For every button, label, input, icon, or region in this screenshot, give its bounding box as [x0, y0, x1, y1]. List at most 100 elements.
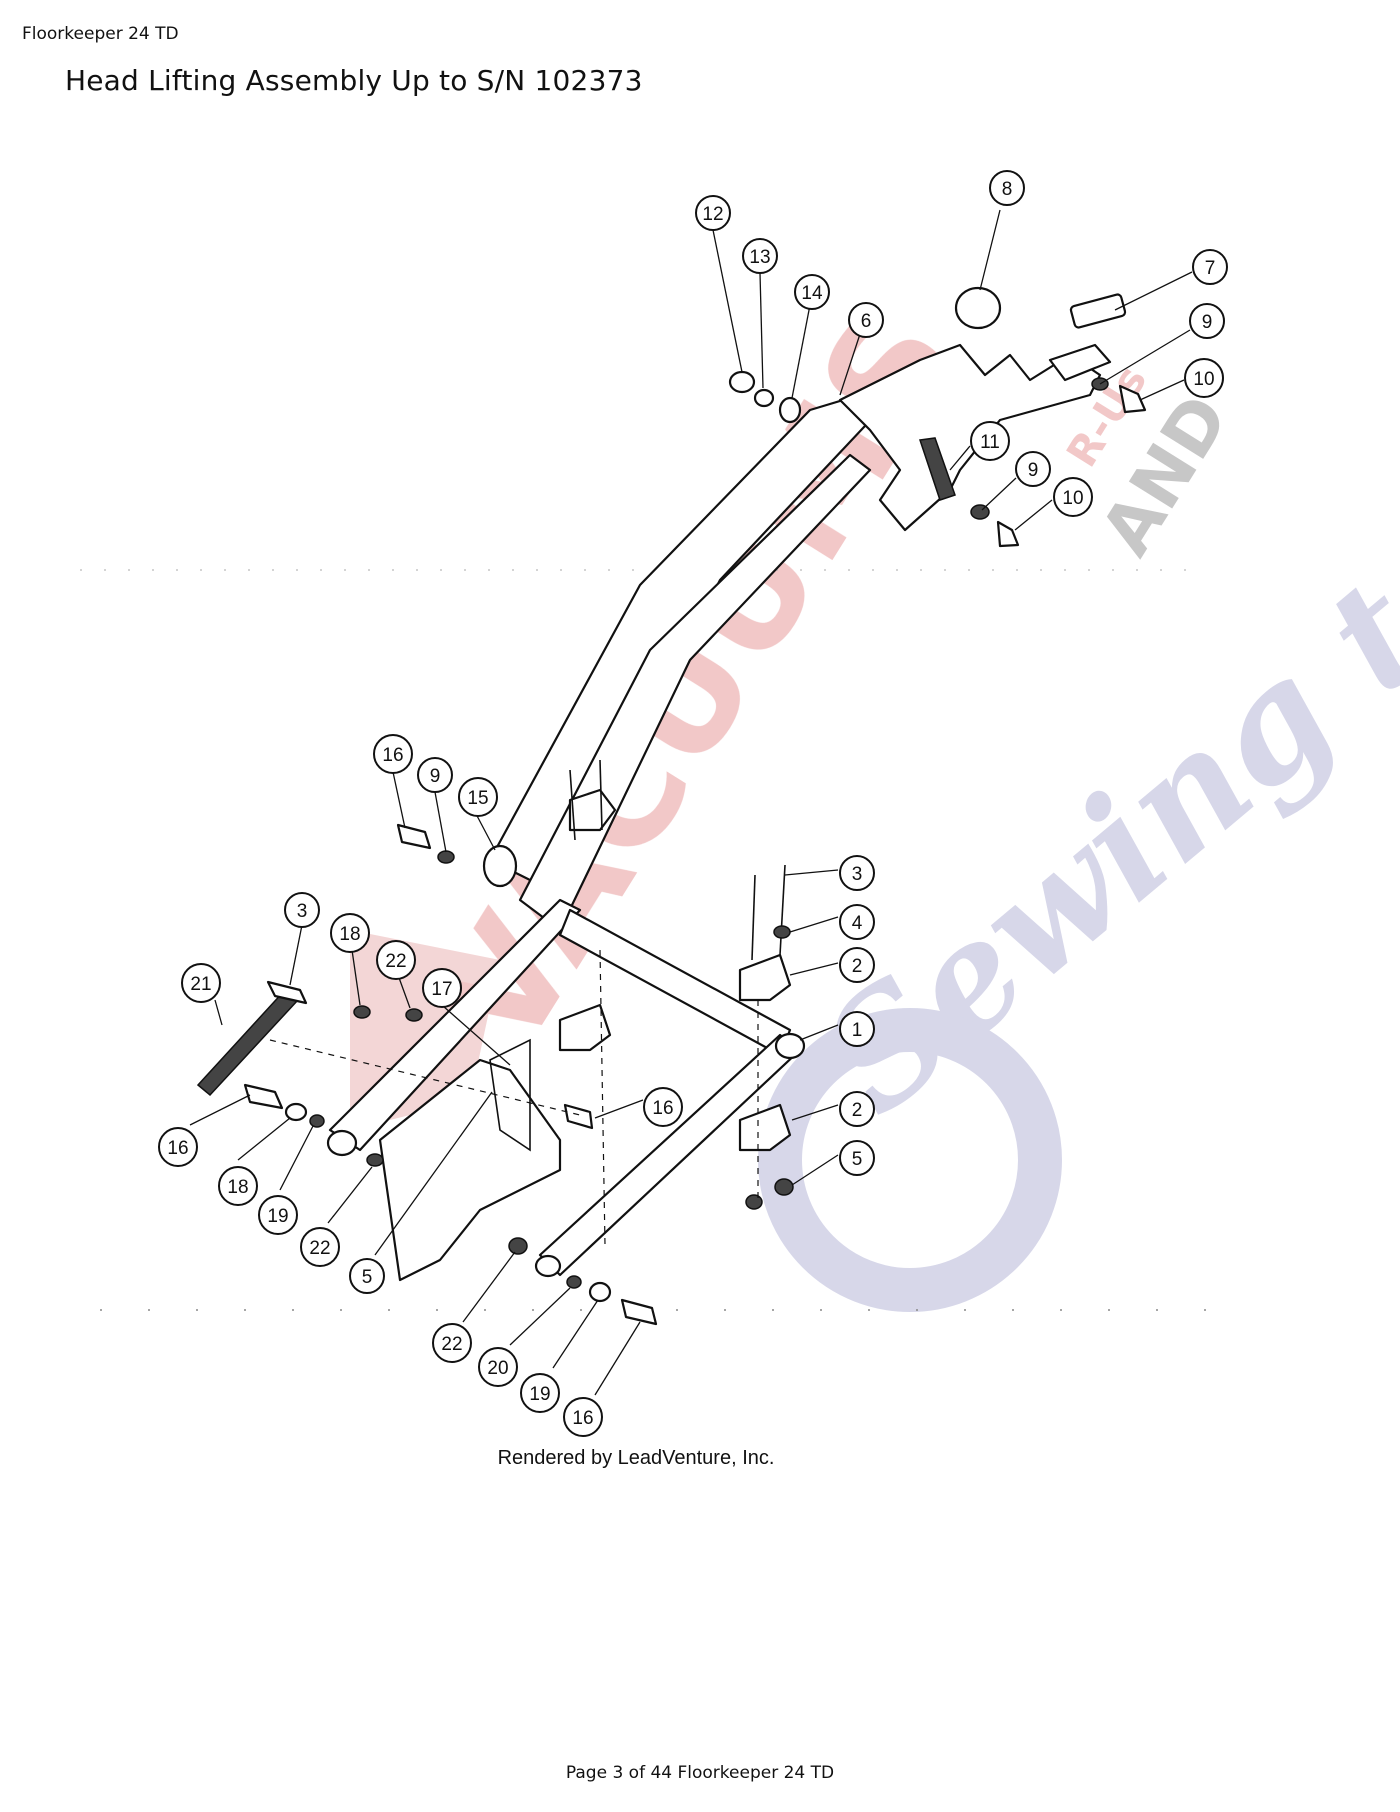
leader-10b [1014, 499, 1053, 531]
callout-9b: 9 [1015, 451, 1051, 487]
washer-4 [773, 925, 791, 939]
leader-16a [392, 771, 406, 829]
leader-18b [552, 1299, 599, 1369]
leader-19b [509, 1287, 571, 1346]
svg-text:9: 9 [430, 766, 441, 787]
svg-text:6: 6 [861, 311, 872, 332]
callout-11: 11 [970, 421, 1010, 461]
svg-text:2: 2 [852, 956, 863, 977]
callout-9c: 9 [417, 757, 453, 793]
svg-text:22: 22 [441, 1334, 462, 1355]
leader-1 [799, 1024, 839, 1041]
handle-bracket [838, 343, 1102, 532]
callout-5b: 5 [349, 1258, 385, 1294]
leader-14 [791, 304, 811, 399]
clamp-2b [738, 1103, 792, 1152]
callout-17: 17 [422, 968, 462, 1008]
nut-22b [366, 1153, 384, 1167]
svg-text:8: 8 [1002, 179, 1013, 200]
bolt-16a [396, 823, 432, 850]
callout-16a: 16 [373, 734, 413, 774]
nut-lower [745, 1194, 763, 1210]
callout-18b: 19 [520, 1373, 560, 1413]
svg-text:9: 9 [1028, 460, 1039, 481]
nut-5 [774, 1178, 794, 1196]
callout-5a: 5 [839, 1140, 875, 1176]
svg-text:22: 22 [385, 951, 406, 972]
frame-pivot-bottom [534, 1254, 562, 1278]
callout-10b: 10 [1053, 477, 1093, 517]
leader-21 [214, 999, 223, 1026]
leader-16b [189, 1094, 251, 1126]
callout-3a: 3 [839, 855, 875, 891]
callout-9a: 9 [1189, 303, 1225, 339]
bolt-3c [751, 874, 756, 961]
leader-11 [949, 445, 971, 471]
callout-8: 8 [989, 170, 1025, 206]
svg-text:1: 1 [852, 1020, 863, 1041]
svg-text:21: 21 [190, 974, 211, 995]
svg-text:13: 13 [749, 247, 770, 268]
leader-18a [237, 1117, 291, 1161]
washer-19a [309, 1114, 325, 1128]
leader-17 [442, 1005, 511, 1066]
svg-text:5: 5 [852, 1149, 863, 1170]
leader-19a [279, 1125, 314, 1191]
svg-text:4: 4 [852, 913, 863, 934]
leader-8 [979, 209, 1001, 291]
callout-21: 21 [181, 963, 221, 1003]
callout-22a: 22 [376, 940, 416, 980]
svg-text:10: 10 [1062, 488, 1083, 509]
leader-5b [374, 1091, 493, 1256]
leader-16c [594, 1099, 644, 1119]
callout-13: 13 [742, 238, 778, 274]
clamp-top [568, 788, 617, 832]
leader-4 [789, 916, 839, 933]
callout-20: 18 [330, 913, 370, 953]
svg-text:11: 11 [980, 432, 1000, 453]
callout-1: 1 [839, 1011, 875, 1047]
svg-text:20: 20 [487, 1358, 508, 1379]
nut-12 [728, 370, 756, 394]
nut-22c [508, 1237, 528, 1255]
page-title: Head Lifting Assembly Up to S/N 102373 [65, 64, 643, 97]
svg-text:16: 16 [572, 1408, 593, 1429]
frame-pivot-left [326, 1129, 358, 1157]
callout-7: 7 [1192, 249, 1228, 285]
svg-text:18: 18 [227, 1177, 248, 1198]
bolt-16d [620, 1298, 658, 1326]
callout-16b: 16 [158, 1127, 198, 1167]
leader-3e [289, 924, 303, 986]
callout-4: 4 [839, 904, 875, 940]
svg-text:16: 16 [652, 1098, 673, 1119]
leader-2a [789, 962, 839, 976]
svg-text:3: 3 [852, 864, 863, 885]
leader-13 [759, 272, 764, 389]
washer-18a [284, 1102, 308, 1122]
callout-6: 6 [848, 302, 884, 338]
frame-pivot-right [774, 1032, 806, 1060]
bolt-3b [599, 759, 603, 831]
page-footer: Page 3 of 44 Floorkeeper 24 TD [565, 1763, 835, 1783]
callout-14: 14 [794, 274, 830, 310]
bolt-10b [996, 520, 1020, 548]
washer-9c [437, 850, 455, 864]
washer-14 [778, 396, 802, 424]
leader-9a [1099, 329, 1191, 385]
svg-text:3: 3 [297, 901, 308, 922]
bolt-3e [266, 980, 308, 1005]
axis-line-left [269, 1039, 581, 1116]
callout-22b: 22 [300, 1227, 340, 1267]
frame-assembly [326, 759, 806, 1282]
leader-5a [791, 1154, 839, 1186]
callout-10a: 10 [1184, 358, 1224, 398]
diagram-credit: Rendered by LeadVenture, Inc. [498, 1447, 775, 1469]
handle-grip-plate [1048, 343, 1112, 382]
watermark-swirl [758, 1008, 1062, 1312]
bolt-10a [1118, 384, 1147, 414]
callout-12: 12 [695, 195, 731, 231]
nut-22a [405, 1008, 423, 1022]
callout-16d: 16 [563, 1397, 603, 1437]
svg-text:17: 17 [431, 979, 452, 1000]
